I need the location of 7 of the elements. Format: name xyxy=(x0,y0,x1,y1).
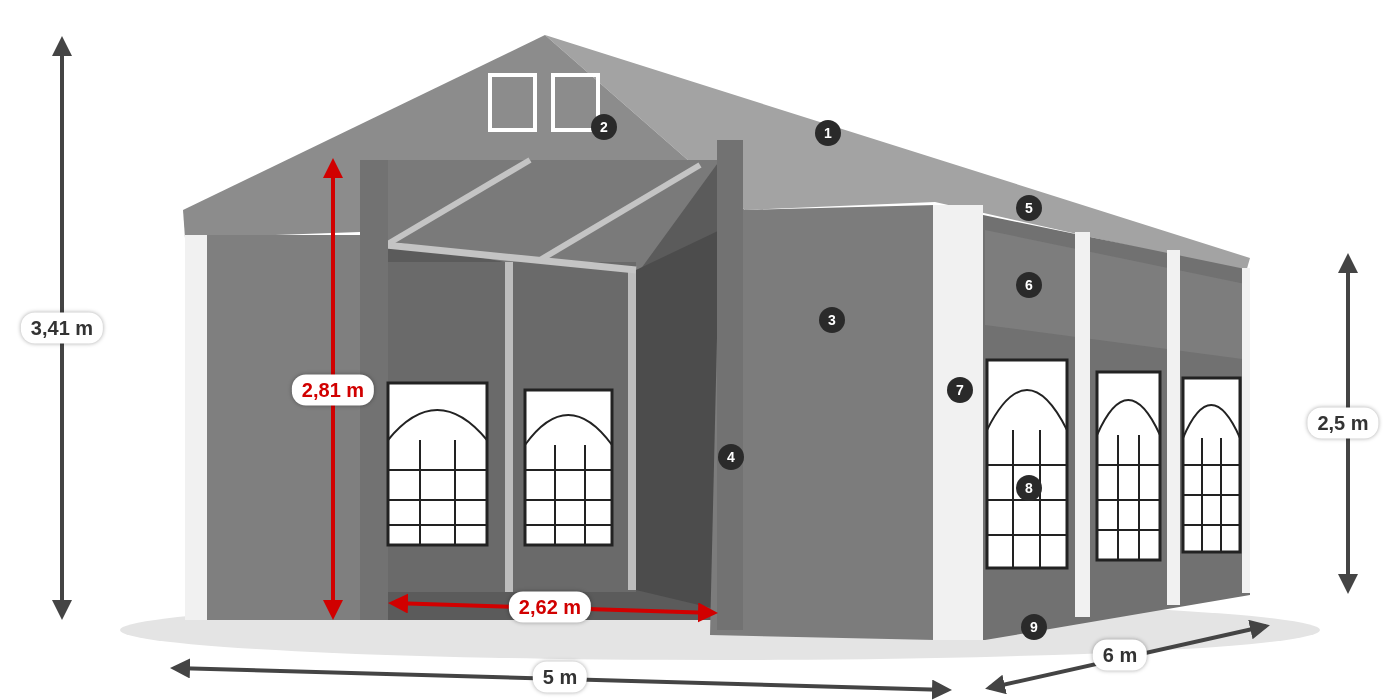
dimension-label: 2,62 m xyxy=(508,591,592,623)
dimension-label: 5 m xyxy=(532,661,588,693)
dimension-label: 6 m xyxy=(1092,639,1148,671)
dimension-label: 2,5 m xyxy=(1307,407,1379,439)
callout-number: 1 xyxy=(815,120,841,146)
dimension-label: 2,81 m xyxy=(291,374,375,406)
dimension-label: 3,41 m xyxy=(20,312,104,344)
